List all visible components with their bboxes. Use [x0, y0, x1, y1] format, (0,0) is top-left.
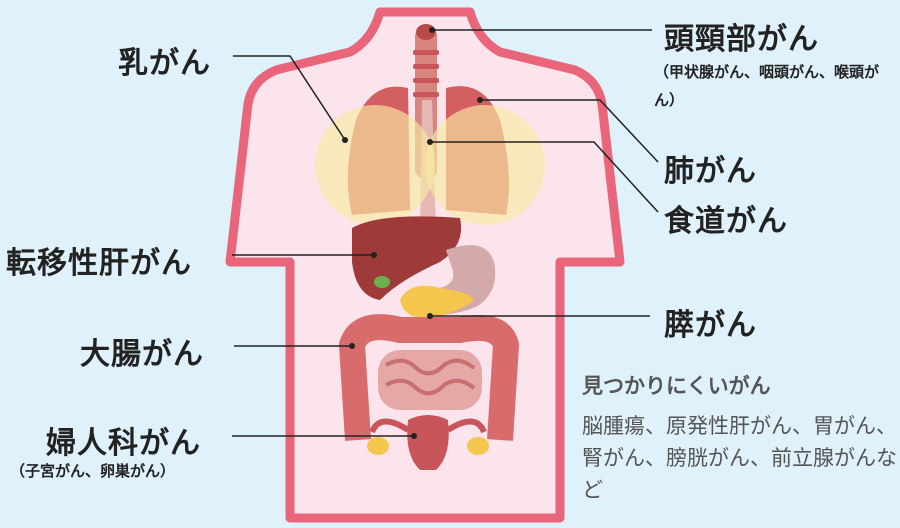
label-lung-cancer: 肺がん — [664, 146, 757, 190]
breast-right — [425, 105, 545, 225]
label-breast-cancer: 乳がん — [118, 38, 211, 82]
label-gyn-cancer: 婦人科がん — [46, 418, 201, 462]
label-pancreas-cancer: 膵がん — [664, 300, 757, 344]
label-esophagus-cancer: 食道がん — [664, 196, 788, 240]
hard-to-detect-list: 脳腫瘍、原発性肝がん、胃がん、腎がん、膀胱がん、前立腺がんなど — [582, 410, 900, 506]
label-liver-cancer: 転移性肝がん — [6, 238, 192, 282]
hard-to-detect-title: 見つかりにくいがん — [582, 370, 771, 400]
label-gyn-sub: （子宮がん、卵巣がん） — [10, 460, 175, 481]
label-head-neck-sub: （甲状腺がん、咽頭がん、喉頭がん） — [654, 58, 894, 114]
label-head-neck-cancer: 頭頸部がん — [664, 14, 819, 58]
label-colon-cancer: 大腸がん — [80, 329, 204, 373]
ovary-left — [367, 437, 389, 455]
gallbladder — [374, 276, 390, 288]
ovary-right — [467, 437, 489, 455]
